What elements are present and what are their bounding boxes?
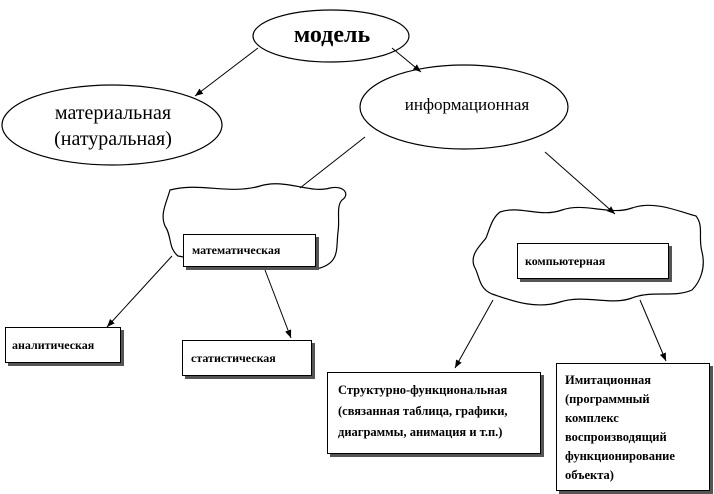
statistical-label: статистическая (191, 351, 276, 365)
analytical-box: аналитическая (5, 327, 121, 363)
imitation-box: Имитационная (программный комплекс воспр… (556, 363, 710, 491)
computer-box: компьютерная (517, 243, 669, 279)
structural-functional-box: Структурно-функциональная (связанная таб… (327, 372, 541, 454)
arrow-math-analytical (106, 255, 173, 328)
arrow-computer-structural (454, 299, 494, 369)
model-ellipse (252, 9, 410, 63)
mathematical-box: математическая (183, 234, 316, 267)
analytical-label: аналитическая (12, 338, 95, 352)
mathematical-label: математическая (192, 243, 281, 257)
material-label-line1: материальная (54, 102, 172, 124)
material-label: материальная (натуральная) (18, 100, 208, 152)
arrow-computer-imitation (639, 299, 667, 362)
informational-label: информационная (404, 95, 530, 114)
arrow-model-info (391, 47, 422, 73)
arrow-info-computer (544, 151, 616, 215)
computer-label: компьютерная (525, 254, 606, 268)
model-label: модель (293, 22, 371, 48)
material-ellipse (1, 84, 223, 166)
material-label-line2: (натуральная) (54, 128, 172, 150)
arrow-model-material (194, 47, 259, 97)
arrow-math-statistical (264, 269, 292, 339)
imitation-label: Имитационная (программный комплекс воспр… (565, 373, 675, 482)
structural-functional-label: Структурно-функциональная (связанная таб… (338, 383, 508, 439)
informational-ellipse (359, 64, 569, 150)
statistical-box: статистическая (182, 340, 312, 376)
line-info-math (299, 136, 366, 189)
